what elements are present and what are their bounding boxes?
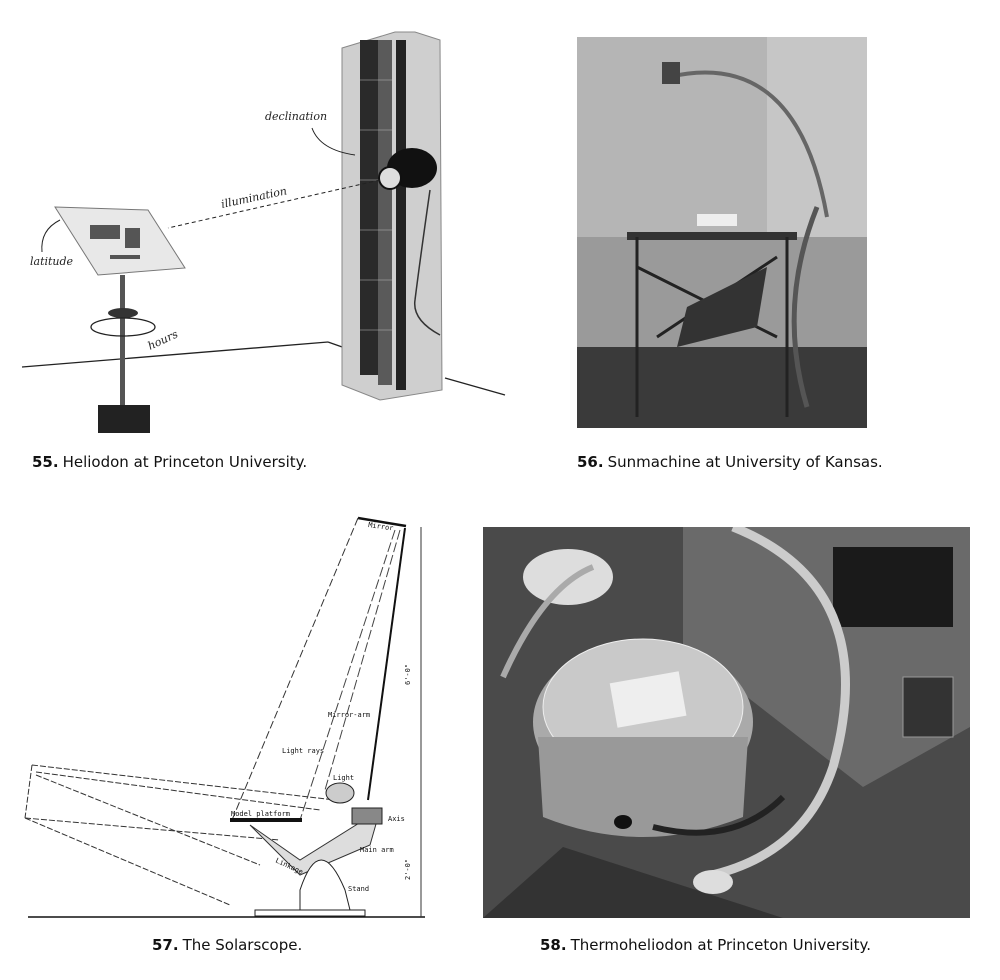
declination-annotation: declination	[265, 110, 327, 123]
caption-text: Thermoheliodon at Princeton University.	[570, 936, 871, 954]
figure-57-caption: 57.The Solarscope.	[152, 936, 302, 954]
stand-label: Stand	[348, 885, 369, 893]
lower-dimension-label: 2'-0"	[404, 859, 412, 880]
figure-number: 57.	[152, 936, 179, 954]
illumination-annotation: illumination	[220, 184, 288, 211]
figure-58-thermoheliodon-photo	[483, 527, 970, 918]
axis-label: Axis	[388, 815, 405, 823]
mirror-arm-label: Mirror-arm	[328, 711, 370, 719]
light-label: Light	[333, 774, 354, 782]
light-rays-label: Light rays	[282, 747, 324, 755]
figure-number: 56.	[577, 453, 604, 471]
upper-dimension-label: 6'-0"	[404, 664, 412, 685]
mirror-label: Mirror	[368, 521, 394, 532]
caption-text: Sunmachine at University of Kansas.	[607, 453, 883, 471]
model-platform-label: Model platform	[231, 810, 290, 818]
main-arm-label: Main arm	[360, 846, 394, 854]
figure-56-caption: 56.Sunmachine at University of Kansas.	[577, 453, 883, 471]
figure-58-caption: 58.Thermoheliodon at Princeton Universit…	[540, 936, 871, 954]
figure-number: 58.	[540, 936, 567, 954]
figure-55-caption: 55.Heliodon at Princeton University.	[32, 453, 307, 471]
caption-text: Heliodon at Princeton University.	[62, 453, 308, 471]
figure-57-solarscope-diagram: Mirror Mirror-arm Light rays Light Model…	[24, 516, 425, 918]
latitude-annotation: latitude	[30, 255, 74, 268]
figure-55-heliodon-illustration: declination illumination latitude hours	[21, 31, 506, 433]
caption-text: The Solarscope.	[182, 936, 303, 954]
figure-number: 55.	[32, 453, 59, 471]
figure-56-sunmachine-photo	[577, 37, 867, 428]
